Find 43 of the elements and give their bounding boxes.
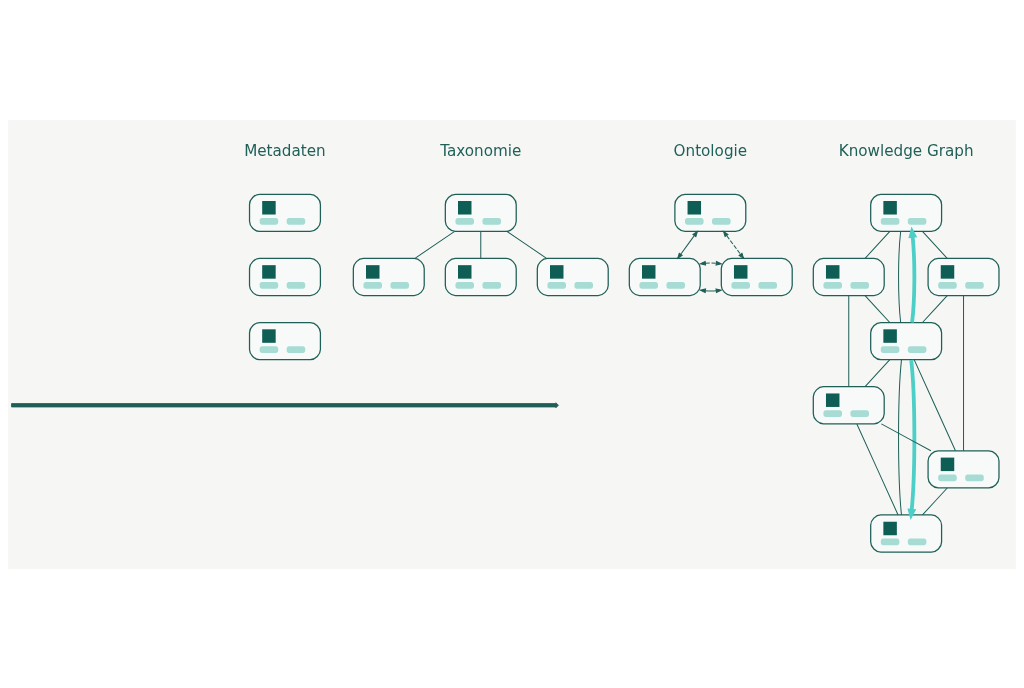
connector <box>898 230 902 323</box>
label: Ontologie <box>673 141 748 160</box>
connector <box>864 294 891 323</box>
node-box <box>248 321 322 360</box>
node-box <box>444 193 517 232</box>
arrow <box>722 229 745 260</box>
node-box <box>628 257 701 296</box>
arrow <box>907 359 917 520</box>
node-box <box>927 257 1000 296</box>
node-box <box>870 513 943 553</box>
connector <box>864 358 891 387</box>
node-box <box>536 257 609 296</box>
node-box <box>248 193 322 232</box>
node-box <box>870 193 943 232</box>
node-box <box>352 257 425 296</box>
arrow <box>676 229 699 260</box>
connector <box>880 422 932 451</box>
node-box <box>248 257 322 296</box>
label: Metadaten <box>244 141 326 160</box>
connector <box>913 358 956 451</box>
arrow <box>698 287 723 293</box>
node-box <box>812 385 885 424</box>
connector <box>848 294 850 387</box>
connector <box>480 230 482 259</box>
node-box <box>927 449 1000 489</box>
connector <box>898 358 902 515</box>
label: Taxonomie <box>440 141 522 160</box>
node-box <box>812 257 885 296</box>
connector <box>963 294 965 451</box>
connector <box>921 230 948 259</box>
connector <box>921 294 948 323</box>
connector <box>864 230 891 259</box>
node-box <box>674 193 747 232</box>
arrow <box>908 225 918 323</box>
connector <box>506 230 548 259</box>
node-box <box>444 257 517 296</box>
node-box <box>870 321 943 360</box>
connector <box>856 422 899 515</box>
connector <box>921 487 948 515</box>
label: Knowledge Graph <box>838 141 974 160</box>
node-box <box>720 257 793 296</box>
connector <box>414 230 456 259</box>
arrow <box>698 260 723 266</box>
